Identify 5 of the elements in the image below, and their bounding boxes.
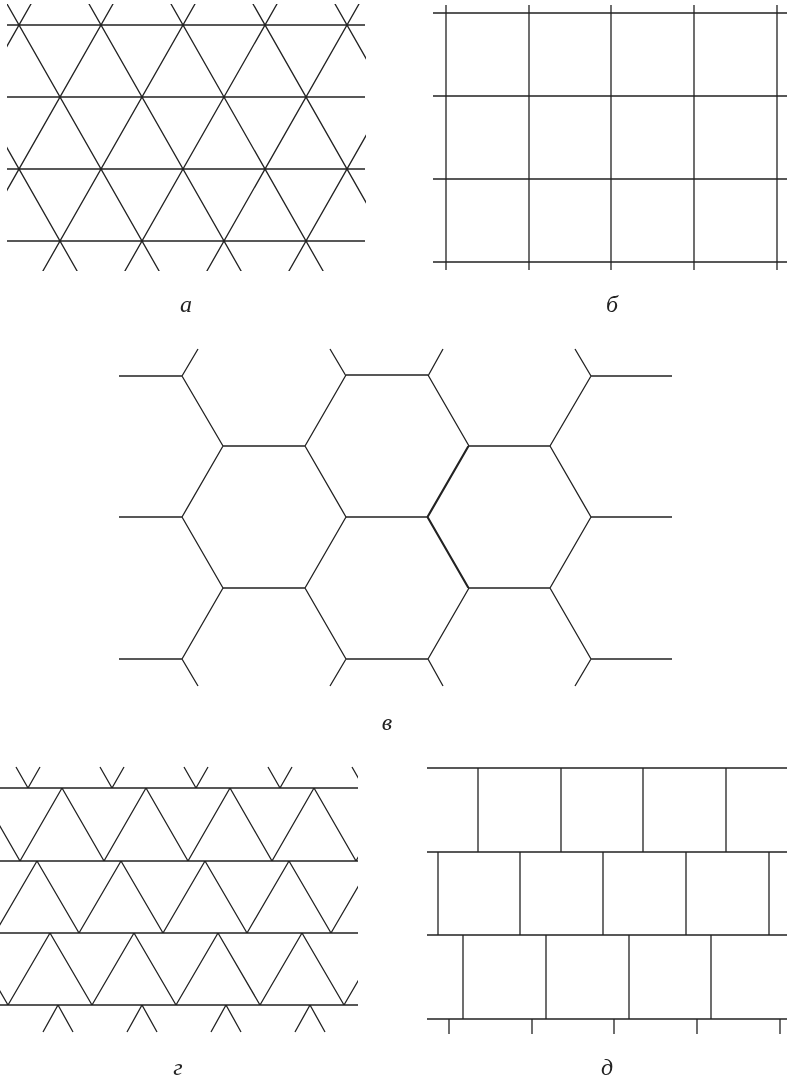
panel-label: б [605, 290, 619, 318]
panel-label: в [381, 708, 393, 736]
panel-label: г [173, 1053, 183, 1077]
panel-label: а [180, 290, 192, 318]
panel-label: д [600, 1053, 614, 1077]
